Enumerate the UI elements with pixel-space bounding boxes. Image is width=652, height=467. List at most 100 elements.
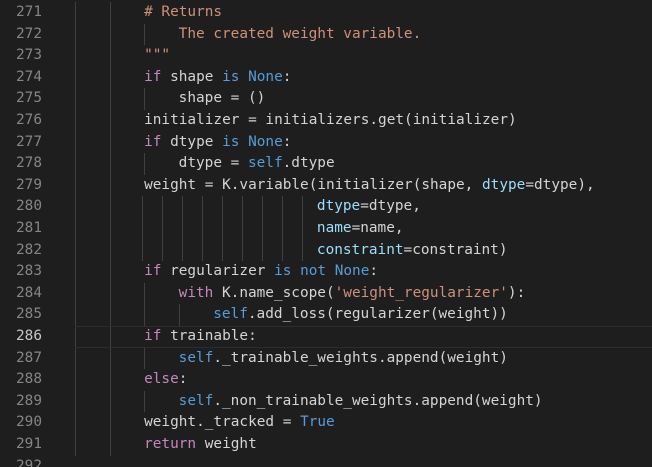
code-token: .dtype xyxy=(282,155,335,172)
code-token: regularizer xyxy=(161,263,275,280)
indent-guide xyxy=(262,239,263,262)
code-token xyxy=(239,134,248,150)
line-number: 274 xyxy=(16,68,42,85)
code-token: weight = K.variable(initializer(shape, xyxy=(144,176,483,193)
indent-guide xyxy=(109,412,111,434)
indent-guide xyxy=(144,23,146,46)
indent-guide xyxy=(242,239,243,262)
code-token: None xyxy=(248,68,283,85)
code-token: ._trainable_weights.append(weight) xyxy=(213,349,508,366)
code-token: dtype xyxy=(316,198,361,215)
indent-guide xyxy=(142,239,143,262)
code-token: =name, xyxy=(351,220,404,236)
line-number: 277 xyxy=(16,133,42,150)
indent-guide xyxy=(202,196,203,218)
code-token: weight xyxy=(196,436,257,452)
indent-guide xyxy=(178,304,180,326)
indent-guide xyxy=(109,282,111,305)
indent-guide xyxy=(144,153,146,175)
indent-guide xyxy=(162,239,163,262)
indent-guide xyxy=(75,2,76,24)
code-line[interactable]: 291 return weight xyxy=(0,434,652,456)
indent-guide xyxy=(75,45,76,67)
line-number: 288 xyxy=(16,371,42,388)
indent-guide xyxy=(144,390,146,413)
line-number: 275 xyxy=(16,90,42,107)
code-text: self._trainable_weights.append(weight) xyxy=(179,348,508,370)
code-line[interactable]: 287 self._trainable_weights.append(weight… xyxy=(0,347,652,370)
code-token xyxy=(239,69,248,85)
code-token: constraint xyxy=(316,241,404,258)
indent-guide xyxy=(142,218,143,240)
code-line[interactable]: 275 shape = () xyxy=(0,88,652,110)
code-token: None xyxy=(334,263,370,280)
code-line[interactable]: 288 else: xyxy=(0,369,652,391)
line-number: 283 xyxy=(16,263,42,280)
indent-guide xyxy=(109,153,111,175)
code-token: =constraint) xyxy=(403,241,508,258)
code-text: """ xyxy=(144,45,170,67)
line-number: 291 xyxy=(16,436,42,452)
indent-guide xyxy=(109,304,111,326)
code-line[interactable]: 286 if trainable: xyxy=(0,326,652,348)
line-number: 286 xyxy=(16,328,42,344)
line-number: 282 xyxy=(16,241,42,258)
line-number: 271 xyxy=(16,4,42,20)
code-line[interactable]: 271# Returns xyxy=(0,2,652,24)
code-token: self xyxy=(247,155,283,172)
code-line[interactable]: 281 name=name, xyxy=(0,218,652,240)
indent-guide xyxy=(109,326,111,348)
indent-guide xyxy=(109,434,111,456)
code-token: self xyxy=(178,392,214,409)
line-number: 292 xyxy=(16,457,42,467)
indent-guide xyxy=(144,304,146,326)
code-line[interactable]: 282 constraint=constraint) xyxy=(0,239,652,262)
code-token: name xyxy=(316,220,352,236)
code-line[interactable]: 273""" xyxy=(0,45,652,67)
code-text: shape = () xyxy=(179,88,266,110)
code-text: self._non_trainable_weights.append(weigh… xyxy=(179,391,543,413)
code-token: : xyxy=(282,133,292,150)
indent-guide xyxy=(75,347,76,370)
line-number: 287 xyxy=(16,349,42,366)
indent-guide xyxy=(75,282,76,305)
code-line[interactable]: 292 xyxy=(0,456,652,467)
indent-guide xyxy=(302,239,303,262)
indent-guide xyxy=(109,66,111,89)
code-token: True xyxy=(300,414,335,431)
line-number: 281 xyxy=(16,220,42,236)
code-token: with xyxy=(178,284,214,301)
indent-guide xyxy=(75,304,76,326)
indent-guide xyxy=(75,88,76,110)
code-token: : xyxy=(369,263,379,280)
indent-guide xyxy=(202,239,203,262)
line-number: 290 xyxy=(16,414,42,431)
indent-guide xyxy=(282,218,283,240)
indent-guide xyxy=(144,282,146,305)
code-token: return xyxy=(144,436,197,452)
code-token: The created weight variable. xyxy=(178,25,422,42)
indent-guide xyxy=(109,218,111,240)
code-token: else xyxy=(144,371,179,388)
code-token: if xyxy=(144,133,162,150)
code-text: if trainable: xyxy=(144,326,257,348)
code-token: : xyxy=(178,371,188,388)
code-token: None xyxy=(248,133,283,150)
indent-guide xyxy=(75,369,76,391)
indent-guide xyxy=(75,261,76,283)
code-text: name=name, xyxy=(317,218,404,240)
indent-guide xyxy=(144,347,146,370)
